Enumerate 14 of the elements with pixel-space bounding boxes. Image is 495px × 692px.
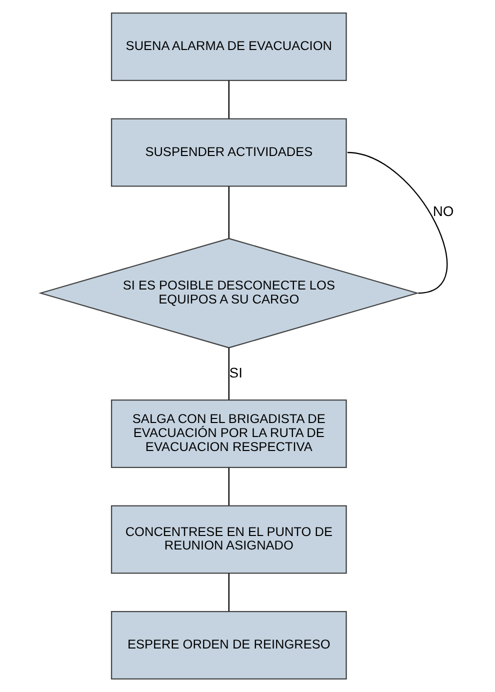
connector [347,152,448,294]
connector [228,348,230,400]
node-box: SUENA ALARMA DE EVACUACION [110,12,347,82]
node-box: SUSPENDER ACTIVIDADES [110,118,347,187]
node-box: ESPERE ORDEN DE REINGRESO [110,610,347,680]
connector [228,80,230,118]
node-diamond: SI ES POSIBLE DESCONECTE LOS EQUIPOS A SU CARGO [38,238,420,348]
edge-label: SI [229,364,242,380]
connector [228,186,230,238]
edge-label: NO [432,202,454,219]
connector [228,573,230,612]
node-box: CONCENTRESE EN EL PUNTO DE REUNION ASIGNADO [110,505,347,574]
node-box: SALGA CON EL BRIGADISTA DE EVACUACIÓN POR LA RUTA DE EVACUACION RESPECTIVA [110,399,347,468]
connector [228,468,230,506]
